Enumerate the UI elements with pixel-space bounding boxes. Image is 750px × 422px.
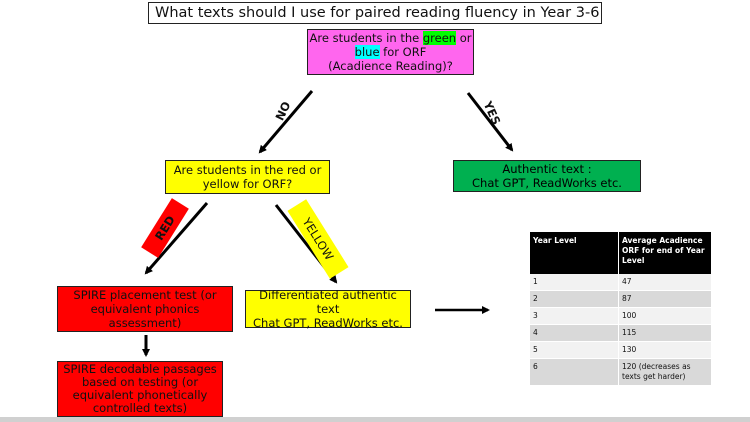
q1-text-1: Are students in the — [309, 31, 423, 45]
spire-test-line-1: SPIRE placement test (or — [73, 288, 217, 302]
cell-orf: 120 (decreases as texts get harder) — [618, 358, 712, 386]
spire-placement-box: SPIRE placement test (or equivalent phon… — [57, 286, 233, 332]
table-row: 1 47 — [530, 274, 712, 291]
cell-orf: 115 — [618, 324, 712, 342]
table-row: 2 87 — [530, 290, 712, 308]
question-red-yellow-box: Are students in the red or yellow for OR… — [165, 160, 330, 194]
page-title: What texts should I use for paired readi… — [148, 2, 602, 24]
differentiated-text-box: Differentiated authentic text Chat GPT, … — [245, 288, 411, 330]
table-row: 3 100 — [530, 307, 712, 325]
q1-text-4: (Acadience Reading)? — [328, 59, 453, 73]
spire-passages-box: SPIRE decodable passages based on testin… — [57, 361, 223, 417]
cell-year: 2 — [530, 290, 619, 308]
q1-text-2: or — [456, 31, 472, 45]
spire-passages-line-4: controlled texts) — [92, 401, 188, 415]
table-row: 4 115 — [530, 324, 712, 342]
authentic-text-box: Authentic text : Chat GPT, ReadWorks etc… — [453, 160, 641, 192]
diff-line-1: Differentiated authentic text — [259, 288, 397, 316]
q2-line-1: Are students in the red or — [173, 163, 322, 177]
spire-test-line-3: assessment) — [108, 316, 182, 330]
spire-passages-line-3: equivalent phonetically — [72, 388, 208, 402]
question-green-blue-box: Are students in the green or blue for OR… — [307, 29, 474, 75]
cell-year: 4 — [530, 324, 619, 342]
arrow-yes — [466, 92, 514, 152]
cell-orf: 87 — [618, 290, 712, 308]
orf-table-header: Year Level Average Acadience ORF for end… — [530, 232, 712, 274]
q1-blue-highlight: blue — [354, 45, 380, 59]
arrow-no — [258, 90, 314, 154]
table-row: 5 130 — [530, 341, 712, 359]
cell-orf: 100 — [618, 307, 712, 325]
cell-year: 3 — [530, 307, 619, 325]
cell-orf: 130 — [618, 341, 712, 359]
authentic-line-1: Authentic text : — [502, 162, 592, 176]
spire-test-line-2: equivalent phonics — [90, 302, 200, 316]
table-row: 6 120 (decreases as texts get harder) — [530, 358, 712, 386]
header-average-orf: Average Acadience ORF for end of Year Le… — [618, 232, 712, 274]
orf-table: Year Level Average Acadience ORF for end… — [530, 232, 712, 386]
cell-year: 6 — [530, 358, 619, 386]
arrow-red — [144, 202, 209, 275]
authentic-line-2: Chat GPT, ReadWorks etc. — [472, 176, 622, 190]
bottom-scrollbar — [0, 417, 750, 422]
cell-orf: 47 — [618, 274, 712, 291]
spire-passages-line-2: based on testing (or — [81, 375, 199, 389]
spire-passages-line-1: SPIRE decodable passages — [63, 362, 217, 376]
q1-text-3: for ORF — [379, 45, 427, 59]
cell-year: 1 — [530, 274, 619, 291]
q2-line-2: yellow for ORF? — [202, 177, 293, 191]
header-year-level: Year Level — [530, 232, 619, 274]
diff-line-2: Chat GPT, ReadWorks etc. — [253, 316, 403, 330]
q1-green-highlight: green — [422, 31, 457, 45]
cell-year: 5 — [530, 341, 619, 359]
